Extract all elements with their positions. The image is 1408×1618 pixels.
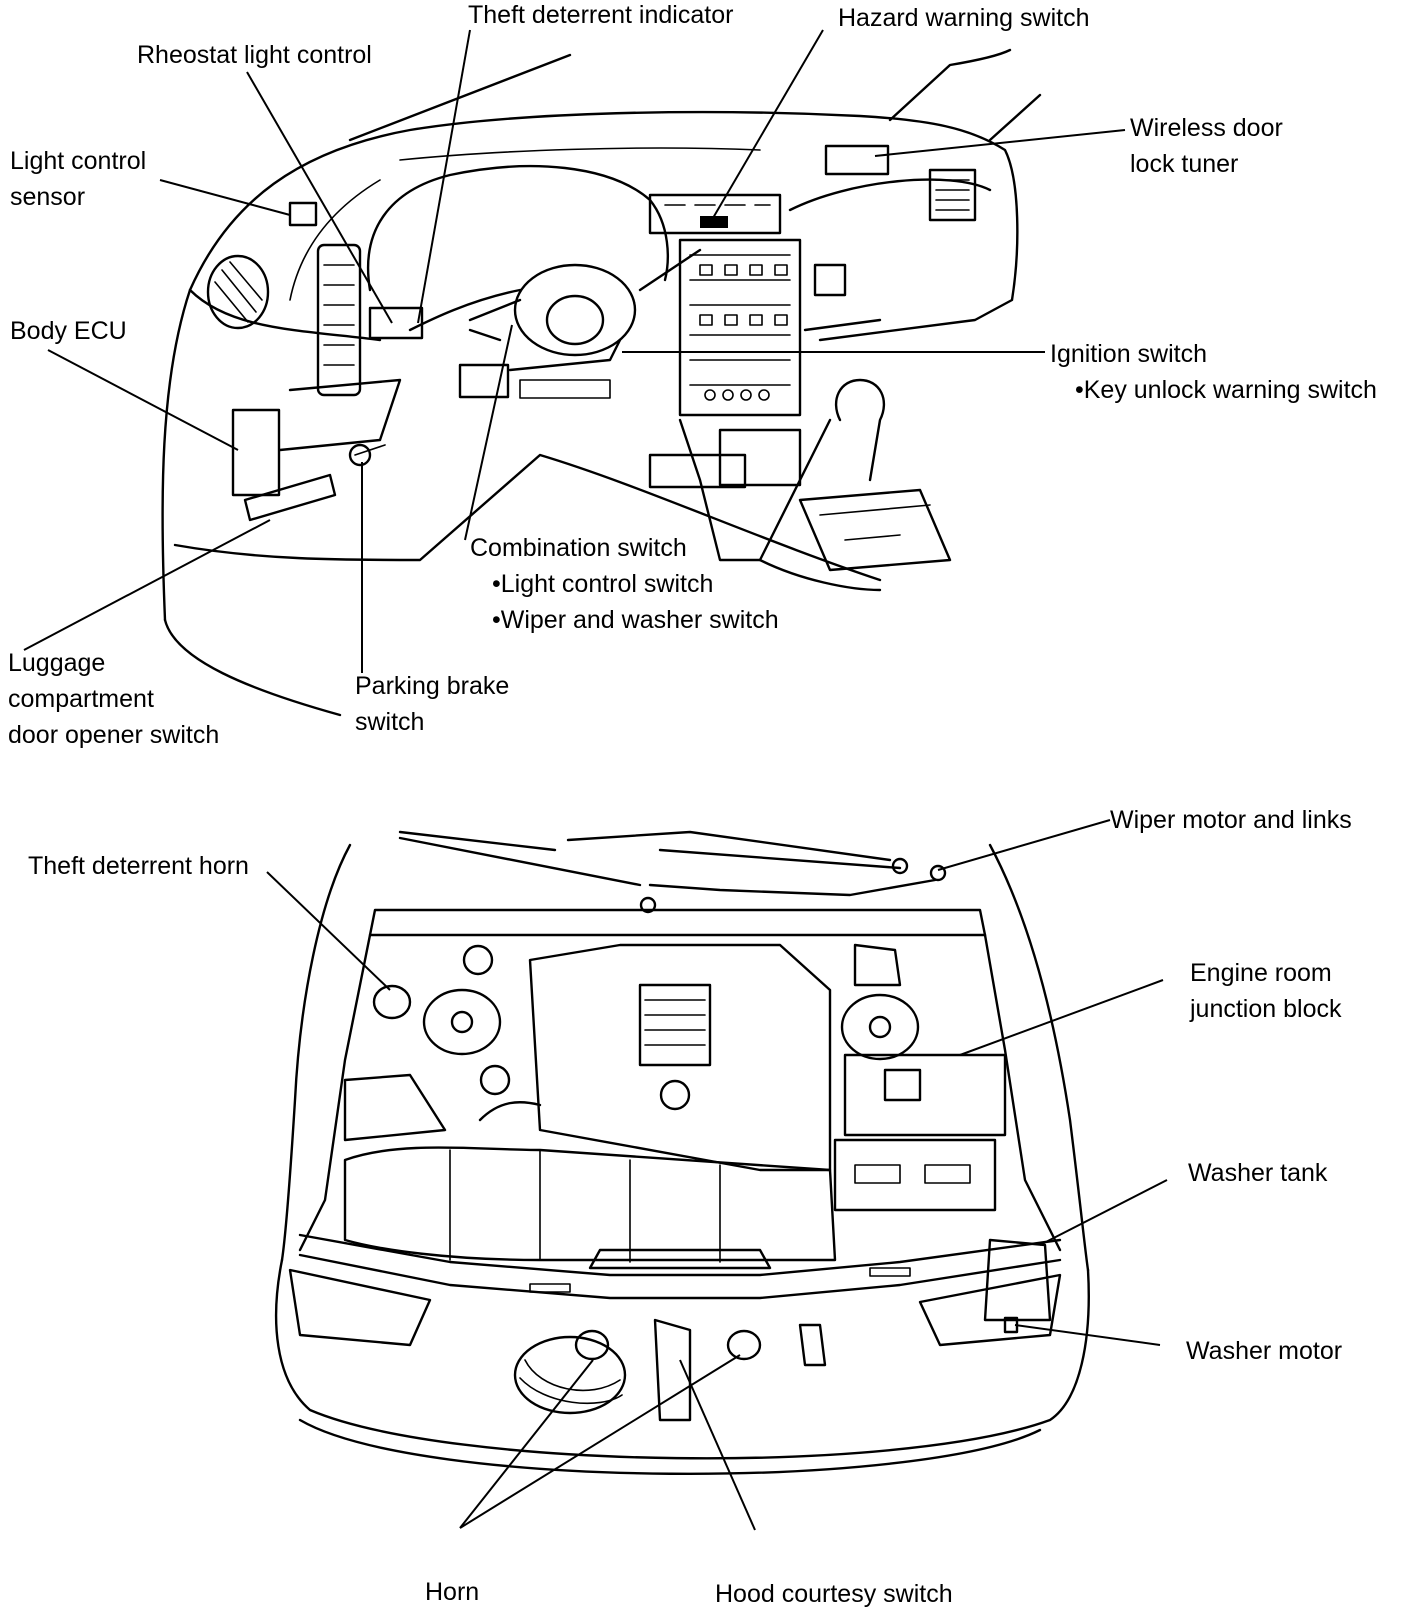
label-wiper-and-washer-switch: •Wiper and washer switch (492, 606, 779, 634)
label-line: sensor (10, 183, 86, 211)
leader-washer-tank (1039, 1179, 1168, 1246)
leader-combination-switch (464, 324, 513, 541)
label-line: compartment (8, 685, 154, 713)
leader-theft-deterrent-indicator (417, 29, 471, 324)
label-line: Parking brake (355, 672, 510, 700)
label-wireless-door-lock-tuner: Wireless door lock tuner (1130, 110, 1283, 182)
leader-lines (23, 29, 1168, 1531)
leader-hood-courtesy-switch (679, 1359, 756, 1531)
label-luggage-compartment-door-opener-switch: Luggage compartment door opener switch (8, 645, 219, 753)
label-body-ecu: Body ECU (10, 317, 127, 345)
leader-rheostat-light-control (246, 71, 393, 324)
leader-luggage-opener-switch (23, 519, 271, 651)
label-line: Wireless door (1130, 114, 1283, 142)
label-line: lock tuner (1130, 150, 1239, 178)
label-horn: Horn (425, 1578, 480, 1606)
leader-wireless-door-lock-tuner (874, 129, 1126, 157)
leader-body-ecu (47, 349, 239, 451)
label-light-control-switch: •Light control switch (492, 570, 714, 598)
engine-room-illustration (274, 830, 1090, 1475)
label-line: junction block (1190, 995, 1342, 1023)
label-line: switch (355, 708, 425, 736)
label-parking-brake-switch: Parking brake switch (355, 668, 509, 740)
label-ignition-switch: Ignition switch (1050, 340, 1208, 368)
label-engine-room-junction-block: Engine room junction block (1190, 955, 1341, 1027)
dashboard-illustration (161, 48, 1042, 717)
label-hazard-warning-switch: Hazard warning switch (838, 4, 1090, 32)
leader-washer-motor (1014, 1324, 1161, 1346)
leader-horn-right (459, 1354, 741, 1529)
label-wiper-motor-and-links: Wiper motor and links (1110, 806, 1352, 834)
leader-theft-deterrent-horn (266, 871, 391, 991)
leader-engine-room-junction-block (959, 979, 1164, 1056)
label-washer-motor: Washer motor (1186, 1337, 1343, 1365)
leader-wiper-motor-and-links (937, 819, 1111, 871)
label-line: Engine room (1190, 959, 1332, 987)
leader-horn-left (459, 1359, 594, 1529)
leader-hazard-warning-switch (712, 29, 824, 219)
leader-light-control-sensor (159, 179, 291, 216)
label-line: Light control (10, 147, 147, 175)
label-rheostat-light-control: Rheostat light control (137, 41, 372, 69)
label-theft-deterrent-horn: Theft deterrent horn (28, 852, 249, 880)
label-washer-tank: Washer tank (1188, 1159, 1328, 1187)
light-control-sensor-marker (288, 201, 318, 227)
label-hood-courtesy-switch: Hood courtesy switch (715, 1580, 953, 1608)
label-line: Luggage (8, 649, 106, 677)
label-theft-deterrent-indicator: Theft deterrent indicator (468, 1, 734, 29)
label-combination-switch: Combination switch (470, 534, 687, 562)
label-light-control-sensor: Light control sensor (10, 143, 146, 215)
label-line: door opener switch (8, 721, 220, 749)
label-key-unlock-warning-switch: •Key unlock warning switch (1075, 376, 1377, 404)
